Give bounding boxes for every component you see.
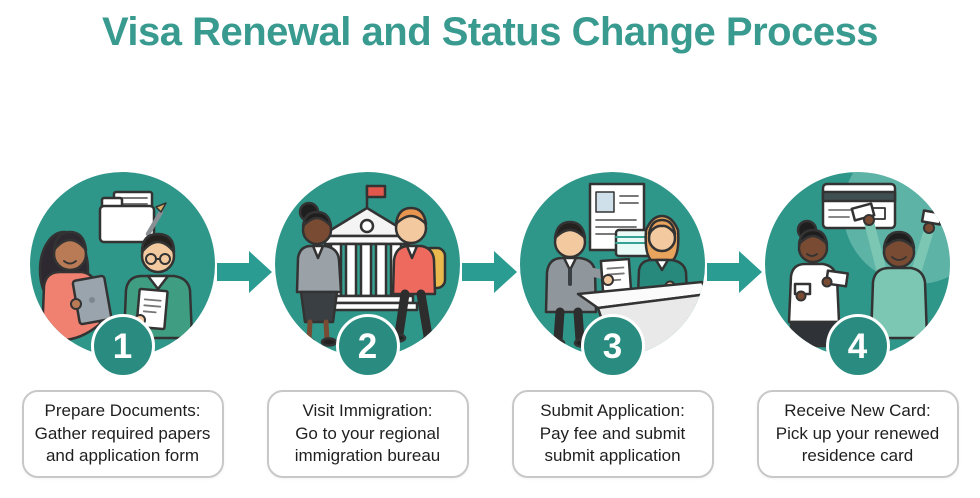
visit-immigration-building-illustration — [275, 172, 460, 357]
step-2: 2 Visit Immigration: Go to your regional… — [245, 172, 490, 478]
people-preparing-documents-illustration — [30, 172, 215, 357]
caption-line: Gather required papers — [34, 423, 211, 443]
step-1-number-badge: 1 — [90, 314, 155, 378]
step-1: 1 Prepare Documents: Gather required pap… — [0, 172, 245, 478]
caption-line: Pay fee and submit — [539, 423, 686, 443]
step-4-number-badge: 4 — [825, 314, 890, 378]
step-number: 1 — [112, 326, 133, 366]
woman-with-tablet — [38, 230, 113, 342]
caption-line: Pick up your renewed — [775, 423, 940, 443]
submit-application-counter-illustration — [520, 172, 705, 357]
step-3: 3 Submit Application: Pay fee and submit… — [490, 172, 735, 478]
caption-line: immigration bureau — [294, 446, 441, 466]
caption-line: submit application — [544, 446, 681, 466]
step-3-circle: 3 — [520, 172, 705, 378]
step-1-caption: Prepare Documents: Gather required paper… — [21, 390, 224, 478]
arrow-right-icon — [707, 251, 762, 293]
step-2-number-badge: 2 — [335, 314, 400, 378]
step-3-number-badge: 3 — [580, 314, 645, 378]
step-3-caption: Submit Application: Pay fee and submit s… — [511, 390, 714, 478]
step-1-circle: 1 — [30, 172, 215, 378]
page-title: Visa Renewal and Status Change Process — [101, 10, 879, 54]
step-4-caption: Receive New Card: Pick up your renewed r… — [756, 390, 959, 478]
caption-line: residence card — [801, 446, 914, 466]
caption-line: and application form — [45, 446, 200, 466]
caption-line: Visit Immigration: — [302, 401, 433, 421]
step-number: 2 — [357, 326, 378, 366]
step-2-circle: 2 — [275, 172, 460, 378]
step-4-circle: 4 — [765, 172, 950, 378]
man-celebrating — [850, 202, 943, 340]
caption-line: Prepare Documents: — [44, 401, 201, 421]
step-number: 4 — [847, 326, 868, 366]
step-2-caption: Visit Immigration: Go to your regional i… — [266, 390, 469, 478]
receive-new-card-illustration — [765, 172, 950, 357]
caption-line: Submit Application: — [540, 401, 685, 421]
caption-line: Go to your regional — [295, 423, 440, 443]
step-4: 4 Receive New Card: Pick up your renewed… — [735, 172, 980, 478]
arrow-right-icon — [462, 251, 517, 293]
caption-line: Receive New Card: — [784, 401, 931, 421]
folder-documents-icon — [98, 190, 167, 244]
step-number: 3 — [602, 326, 623, 366]
process-steps-row: 1 Prepare Documents: Gather required pap… — [0, 172, 980, 498]
arrow-right-icon — [217, 251, 272, 293]
